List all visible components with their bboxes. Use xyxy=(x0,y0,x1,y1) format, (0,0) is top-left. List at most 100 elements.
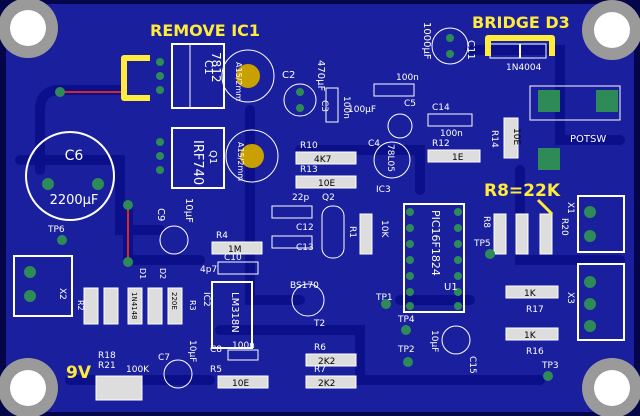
ic2-opamp: LM318N IC2 xyxy=(201,281,253,349)
r8-resistor: R8 R20 xyxy=(481,213,569,255)
svg-text:U1: U1 xyxy=(444,282,458,293)
svg-text:7812: 7812 xyxy=(209,52,223,83)
c3-capacitor: C3 100n xyxy=(319,87,351,123)
svg-text:100n: 100n xyxy=(396,73,419,83)
svg-text:C9: C9 xyxy=(155,208,166,221)
svg-text:470µF: 470µF xyxy=(315,60,326,91)
diode-block: D1 D2 1N4148 220E R3 R2 xyxy=(76,268,197,325)
svg-text:10K: 10K xyxy=(379,220,389,238)
svg-text:R10: R10 xyxy=(300,141,318,151)
svg-text:C8: C8 xyxy=(210,345,222,355)
c7-capacitor: C7 10µF xyxy=(158,340,197,389)
q2-crystal: Q2 xyxy=(321,193,345,259)
svg-text:R8=22K: R8=22K xyxy=(484,181,561,201)
svg-text:Q2: Q2 xyxy=(322,193,335,203)
svg-text:R17: R17 xyxy=(526,305,544,315)
svg-text:C2: C2 xyxy=(282,70,295,81)
svg-text:R7: R7 xyxy=(314,365,326,375)
svg-text:C7: C7 xyxy=(158,353,170,363)
svg-text:C13: C13 xyxy=(296,243,314,253)
svg-text:TP4: TP4 xyxy=(397,315,415,325)
ic3-regulator: 78L05 IC3 C4 xyxy=(368,139,411,195)
svg-text:TP5: TP5 xyxy=(473,239,491,249)
svg-text:PIC16F1824: PIC16F1824 xyxy=(429,210,442,276)
svg-text:220E: 220E xyxy=(170,292,178,310)
red-jumper-wire xyxy=(60,91,129,262)
svg-text:IRF740: IRF740 xyxy=(190,140,205,185)
svg-text:D1: D1 xyxy=(138,268,147,279)
svg-text:LM318N: LM318N xyxy=(229,292,240,333)
svg-text:TP3: TP3 xyxy=(541,361,559,371)
svg-text:100K: 100K xyxy=(126,365,150,375)
svg-text:1N4148: 1N4148 xyxy=(130,292,138,320)
svg-text:Q1: Q1 xyxy=(207,150,218,164)
mounting-hole-br xyxy=(582,358,640,416)
svg-text:R1: R1 xyxy=(347,226,357,238)
svg-text:2K2: 2K2 xyxy=(318,357,335,367)
mounting-hole-tr xyxy=(582,0,640,60)
svg-text:10E: 10E xyxy=(318,179,335,189)
mounting-hole-tl: ⊘ xyxy=(0,0,58,58)
svg-text:R8: R8 xyxy=(481,216,491,228)
svg-text:R14: R14 xyxy=(489,130,499,148)
svg-text:78L05: 78L05 xyxy=(385,144,395,172)
svg-text:1000µF: 1000µF xyxy=(421,22,432,60)
svg-text:REMOVE IC1: REMOVE IC1 xyxy=(150,21,260,40)
c6-capacitor: C6 2200µF xyxy=(25,131,115,221)
svg-text:R12: R12 xyxy=(432,139,450,149)
r14-resistor: R14 10E xyxy=(489,117,521,159)
svg-text:R3: R3 xyxy=(188,300,197,311)
svg-text:10µF: 10µF xyxy=(429,330,439,352)
r6-resistor: R6 2K2 xyxy=(305,343,357,367)
c9-capacitor: C9 10µF xyxy=(155,198,194,255)
svg-text:R5: R5 xyxy=(210,365,222,375)
r16-resistor: 1K R16 xyxy=(505,327,559,357)
x3-terminal: X3 xyxy=(565,263,625,341)
svg-text:1N4004: 1N4004 xyxy=(506,63,542,73)
svg-text:22p: 22p xyxy=(292,193,309,203)
supply-9v-annotation: 9V xyxy=(66,363,92,383)
c14-capacitor: C14 100n xyxy=(427,103,473,139)
svg-text:1M: 1M xyxy=(228,245,242,255)
svg-text:X2: X2 xyxy=(57,288,67,300)
svg-text:POTSW: POTSW xyxy=(570,134,606,145)
r8-value-annotation: R8=22K xyxy=(484,181,561,216)
r13-resistor: R13 10E xyxy=(295,165,357,189)
svg-text:C6: C6 xyxy=(65,148,84,164)
mounting-hole-bl xyxy=(0,358,58,416)
board-area xyxy=(6,4,634,412)
c13-capacitor: C13 xyxy=(271,235,314,253)
c5-capacitor: 100µF C5 xyxy=(348,99,416,139)
r7-resistor: R7 2K2 xyxy=(305,365,357,389)
r1-resistor: R1 10K xyxy=(347,213,389,255)
svg-text:A15/2mm: A15/2mm xyxy=(234,62,243,101)
svg-text:R18: R18 xyxy=(98,351,116,361)
q1-mosfet: IRF740 Q1 A15/2mm xyxy=(156,127,279,189)
svg-text:C15: C15 xyxy=(467,356,477,374)
svg-text:100n: 100n xyxy=(341,96,351,119)
svg-text:T2: T2 xyxy=(313,319,325,329)
svg-text:TP6: TP6 xyxy=(47,225,65,235)
svg-text:10E: 10E xyxy=(232,379,249,389)
u1-microcontroller: PIC16F1824 U1 xyxy=(403,203,465,313)
r21-resistor: R21 100K R18 xyxy=(95,351,150,401)
svg-text:A15/2mm: A15/2mm xyxy=(236,142,245,181)
remove-ic1-annotation: REMOVE IC1 xyxy=(121,21,260,101)
svg-text:100n: 100n xyxy=(232,341,255,351)
svg-text:1E: 1E xyxy=(452,153,464,163)
x2-terminal: X2 xyxy=(13,255,73,317)
svg-text:10E: 10E xyxy=(511,128,521,145)
svg-text:X1: X1 xyxy=(565,202,575,214)
svg-text:2200µF: 2200µF xyxy=(50,193,99,208)
svg-text:2K2: 2K2 xyxy=(318,379,335,389)
svg-text:C10: C10 xyxy=(224,253,242,263)
svg-text:D2: D2 xyxy=(158,268,167,279)
svg-text:R6: R6 xyxy=(314,343,326,353)
r17-resistor: 1K R17 xyxy=(505,285,559,315)
svg-text:9V: 9V xyxy=(66,363,92,383)
svg-text:C11: C11 xyxy=(465,40,476,60)
svg-text:1K: 1K xyxy=(524,331,537,341)
svg-text:R2: R2 xyxy=(76,300,85,311)
r4-resistor: R4 1M xyxy=(211,231,263,255)
svg-text:TP1: TP1 xyxy=(375,293,393,303)
